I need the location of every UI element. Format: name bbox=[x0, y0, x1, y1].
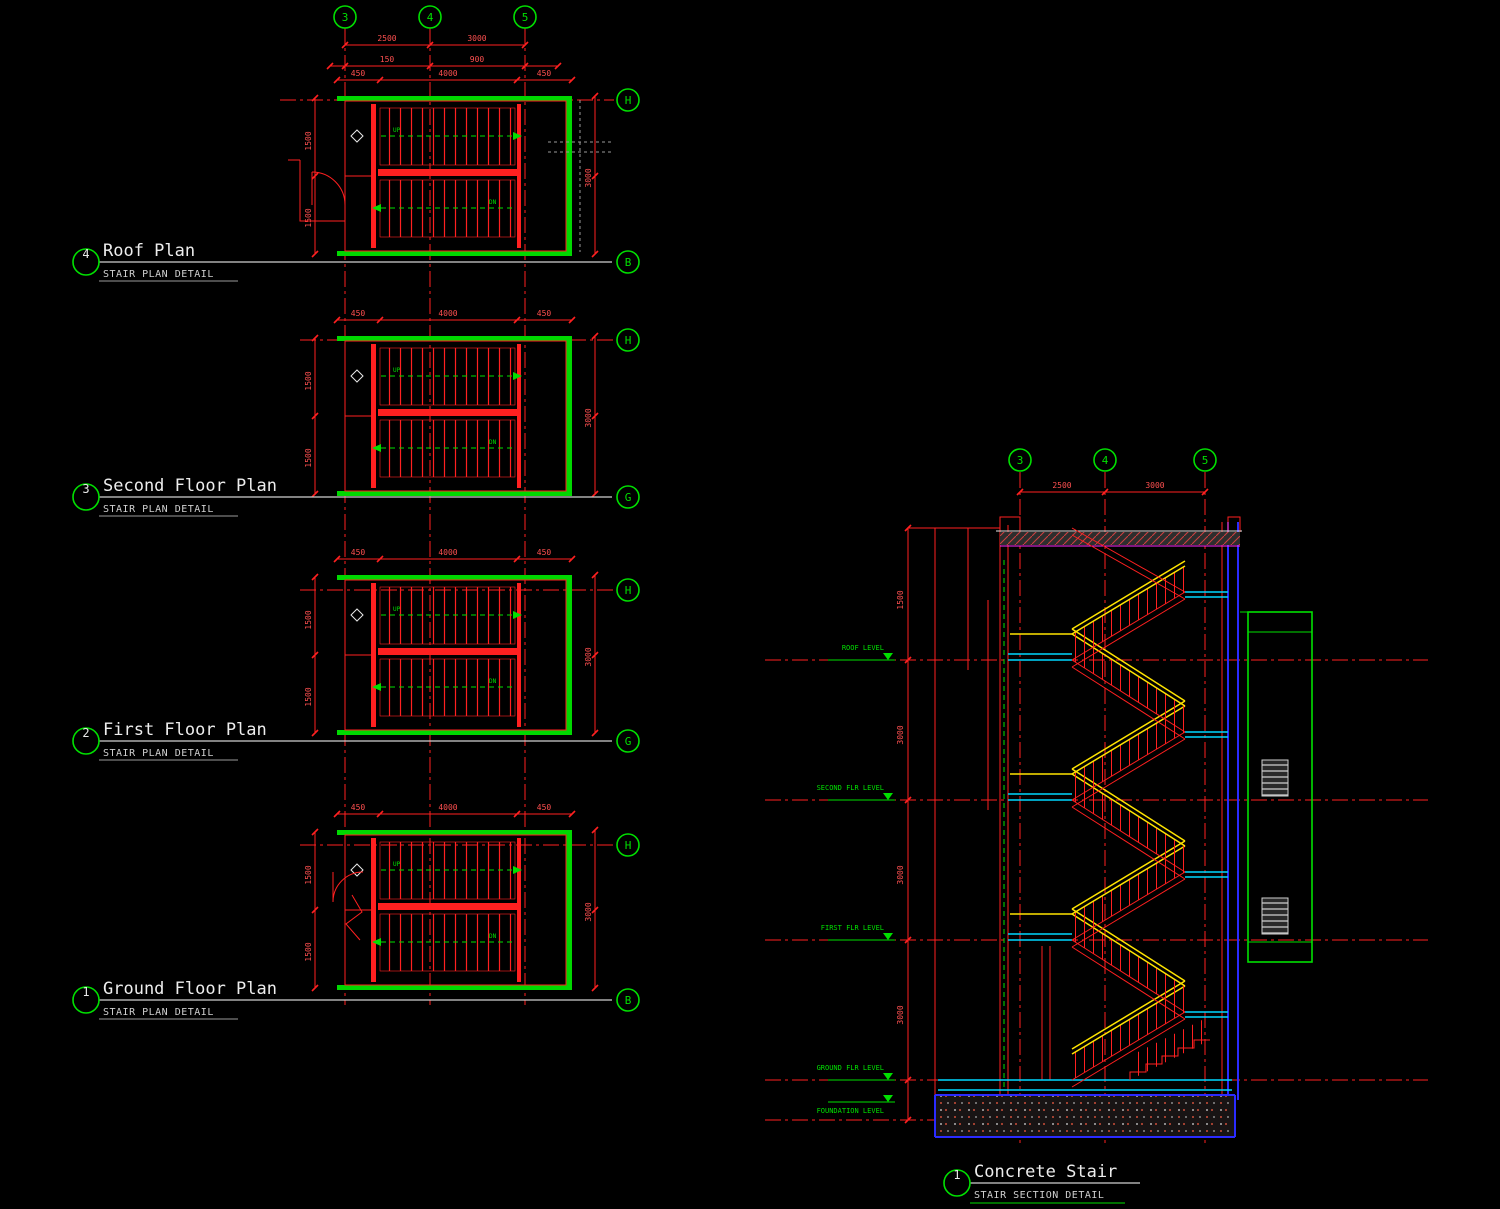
section-adjacent-elevation bbox=[1240, 611, 1313, 963]
louver-block bbox=[1261, 759, 1289, 797]
dim-text: 3000 bbox=[1145, 481, 1164, 490]
level-label: FOUNDATION LEVEL bbox=[817, 1107, 884, 1115]
section-level-markers: ROOF LEVEL SECOND FLR LEVEL FIRST FLR LE… bbox=[817, 644, 895, 1115]
dim-text: 1500 bbox=[896, 590, 905, 609]
callout-bubble bbox=[72, 483, 100, 511]
grid-bubble-label: H bbox=[625, 94, 632, 107]
callout-title: Concrete Stair bbox=[974, 1162, 1117, 1182]
callout-roof-plan: 4 Roof Plan STAIR PLAN DETAIL bbox=[72, 241, 612, 282]
grid-bubble-label: B bbox=[625, 256, 632, 269]
roof-plan-vestibule bbox=[288, 159, 346, 222]
section-entry-steps bbox=[1129, 1016, 1210, 1080]
grid-bubble-label: 5 bbox=[522, 11, 529, 24]
ground-plan-break-line bbox=[332, 871, 364, 941]
roof-plan-drawing bbox=[303, 68, 599, 258]
callout-concrete-stair: 1 Concrete Stair STAIR SECTION DETAIL bbox=[943, 1162, 1140, 1204]
dim-text: 3000 bbox=[467, 34, 486, 43]
plan-grid-bubbles-top: 3 4 5 bbox=[333, 5, 537, 29]
dim-text: 3000 bbox=[896, 865, 905, 884]
grid-bubble-label: 3 bbox=[342, 11, 349, 24]
grid-bubble-label: 4 bbox=[427, 11, 434, 24]
callout-number: 1 bbox=[953, 1168, 960, 1182]
callout-title: Ground Floor Plan bbox=[103, 979, 277, 999]
callout-bubble bbox=[943, 1169, 971, 1197]
section-mid-landings bbox=[1185, 591, 1228, 1018]
callout-subtitle: STAIR PLAN DETAIL bbox=[103, 1007, 214, 1018]
callout-title: Roof Plan bbox=[103, 241, 195, 261]
level-label: GROUND FLR LEVEL bbox=[817, 1064, 884, 1072]
dim-text: 3000 bbox=[896, 725, 905, 744]
callout-subtitle: STAIR SECTION DETAIL bbox=[974, 1190, 1104, 1201]
callout-bubble bbox=[72, 727, 100, 755]
dim-text: 2500 bbox=[1052, 481, 1071, 490]
section-top-dimensions: 2500 3000 bbox=[1016, 481, 1209, 496]
callout-second-floor-plan: 3 Second Floor Plan STAIR PLAN DETAIL bbox=[72, 476, 612, 517]
grid-bubble-label: B bbox=[625, 994, 632, 1007]
section-stair-flights bbox=[1010, 527, 1186, 1088]
callout-bubble bbox=[72, 248, 100, 276]
callout-ground-floor-plan: 1 Ground Floor Plan STAIR PLAN DETAIL bbox=[72, 979, 612, 1020]
callout-number: 1 bbox=[82, 985, 89, 999]
level-label: ROOF LEVEL bbox=[842, 644, 884, 652]
section-foundation bbox=[934, 1094, 1236, 1138]
grid-bubble-label: G bbox=[625, 491, 632, 504]
louver-block bbox=[1261, 897, 1289, 935]
first-floor-plan-drawing bbox=[303, 547, 599, 737]
dim-text: 2500 bbox=[377, 34, 396, 43]
grid-bubble-label: H bbox=[625, 334, 632, 347]
dim-text: 3000 bbox=[896, 1005, 905, 1024]
callout-title: First Floor Plan bbox=[103, 720, 267, 740]
grid-bubble-label: H bbox=[625, 584, 632, 597]
callout-subtitle: STAIR PLAN DETAIL bbox=[103, 269, 214, 280]
grid-bubble bbox=[513, 5, 537, 29]
grid-bubble bbox=[418, 5, 442, 29]
section-walls bbox=[999, 516, 1241, 1100]
level-label: FIRST FLR LEVEL bbox=[821, 924, 884, 932]
callout-first-floor-plan: 2 First Floor Plan STAIR PLAN DETAIL bbox=[72, 720, 612, 761]
grid-bubble-label: H bbox=[625, 839, 632, 852]
callout-subtitle: STAIR PLAN DETAIL bbox=[103, 504, 214, 515]
grid-bubble bbox=[333, 5, 357, 29]
callout-bubble bbox=[72, 986, 100, 1014]
grid-bubble-label: G bbox=[625, 735, 632, 748]
section-roof-slab bbox=[996, 530, 1242, 547]
ground-floor-plan-drawing bbox=[303, 802, 599, 992]
level-label: SECOND FLR LEVEL bbox=[817, 784, 884, 792]
section-grid-bubbles: 3 4 5 bbox=[1008, 448, 1217, 472]
section-floor-slabs bbox=[938, 653, 1232, 1091]
section-left-dimensions: 1500 3000 3000 3000 bbox=[896, 524, 1000, 1124]
dim-text: 150 bbox=[380, 55, 395, 64]
grid-bubble-label: 3 bbox=[1017, 454, 1024, 467]
callout-title: Second Floor Plan bbox=[103, 476, 277, 496]
plan-top-dimensions: 2500 3000 150 900 bbox=[326, 34, 562, 70]
callout-number: 3 bbox=[82, 482, 89, 496]
plan-grid-bubbles-right: H B H G H G H B bbox=[616, 88, 640, 1012]
dim-text: 900 bbox=[470, 55, 485, 64]
callout-number: 2 bbox=[82, 726, 89, 740]
callout-subtitle: STAIR PLAN DETAIL bbox=[103, 748, 214, 759]
grid-bubble-label: 4 bbox=[1102, 454, 1109, 467]
grid-bubble-label: 5 bbox=[1202, 454, 1209, 467]
roof-plan-hidden-lines bbox=[548, 100, 612, 252]
callout-number: 4 bbox=[82, 247, 89, 261]
second-floor-plan-drawing bbox=[303, 308, 599, 498]
